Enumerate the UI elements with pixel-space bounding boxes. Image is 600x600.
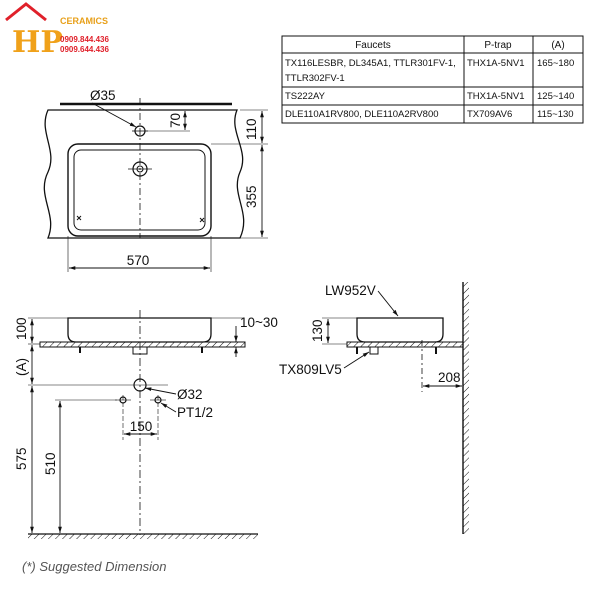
table-cell-ptrap: THX1A-5NV1 [467, 91, 525, 102]
table-header-ptrap: P-trap [484, 40, 512, 51]
dim-a-label: (A) [14, 358, 29, 376]
table-cell-faucets: TTLR302FV-1 [285, 73, 345, 84]
basin-side [356, 317, 444, 343]
leader-line [377, 290, 399, 317]
leader-line [160, 402, 177, 413]
leader-line [91, 102, 137, 128]
waste-model-label: TX809LV5 [279, 362, 342, 377]
dim-100-label: 100 [14, 317, 29, 340]
counter-slab [346, 341, 464, 348]
table-cell-a: 165~180 [537, 58, 574, 69]
dim-150-label: 150 [130, 419, 153, 434]
overflow-mark-icon [76, 215, 82, 221]
dim-70-label: 70 [168, 113, 183, 128]
dim-208-label: 208 [438, 370, 461, 385]
dim-510-label: 510 [43, 452, 58, 475]
table-cell-faucets: DLE110A1RV800, DLE110A2RV800 [285, 109, 439, 120]
overflow-mark-icon [199, 217, 205, 223]
supply-thread-label: PT1/2 [177, 405, 213, 420]
dim-355-label: 355 [244, 185, 259, 208]
table-header-a: (A) [551, 40, 564, 51]
floor-hatch [28, 534, 258, 539]
basin-bowl-inner [73, 149, 206, 231]
front-view-labels: 100 10~30 (A) 575 510 Ø32 PT1/2 150 [14, 315, 278, 475]
logo-phone-1: 0909.844.436 [60, 35, 109, 44]
spec-table [281, 35, 584, 124]
top-view [43, 98, 268, 272]
spec-table-text: Faucets P-trap (A) TX116LESBR, DL345A1, … [285, 40, 574, 120]
basin-model-label: LW952V [325, 283, 376, 298]
drain-diameter-label: Ø32 [177, 387, 203, 402]
brand-logo: HP CERAMICS 0909.844.436 0909.644.436 [5, 2, 109, 60]
table-cell-ptrap: TX709AV6 [467, 109, 512, 120]
dim-130-label: 130 [310, 319, 325, 342]
side-view [322, 282, 469, 534]
dim-10-30-label: 10~30 [240, 315, 278, 330]
top-view-labels: Ø35 70 110 355 570 [90, 88, 259, 268]
wall-hatch [463, 282, 469, 534]
waste-outlet-icon [133, 378, 147, 392]
side-view-labels: LW952V TX809LV5 130 208 [279, 283, 461, 385]
waste-fitting [369, 346, 379, 355]
table-header-faucets: Faucets [355, 40, 391, 51]
basin-bowl-outer [67, 143, 212, 237]
leader-line [144, 387, 177, 395]
house-roof-icon [5, 2, 47, 22]
dim-570-label: 570 [127, 253, 150, 268]
suggested-dimension-note: (*) Suggested Dimension [22, 559, 167, 574]
counter-slab [39, 341, 246, 348]
table-cell-ptrap: THX1A-5NV1 [467, 58, 525, 69]
table-cell-faucets: TS222AY [285, 91, 326, 102]
logo-letters: HP [12, 25, 63, 60]
table-cell-a: 115~130 [537, 109, 574, 120]
hole-diameter-label: Ø35 [90, 88, 116, 103]
table-cell-a: 125~140 [537, 91, 574, 102]
dim-110-label: 110 [244, 118, 259, 140]
leader-line [343, 351, 370, 369]
dim-575-label: 575 [14, 447, 29, 470]
basin-front [67, 317, 212, 343]
logo-phone-2: 0909.644.436 [60, 45, 109, 54]
front-view [28, 310, 258, 539]
logo-brand: CERAMICS [60, 16, 108, 26]
table-cell-faucets: TX116LESBR, DL345A1, TTLR301FV-1, [285, 58, 456, 69]
